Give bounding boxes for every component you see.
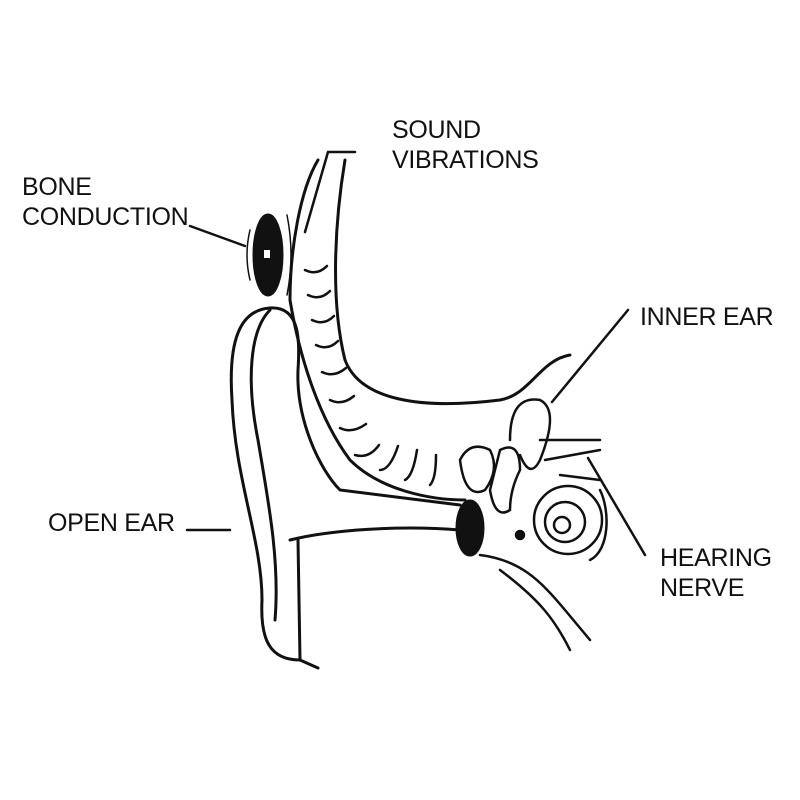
sound-canal: [288, 158, 572, 406]
eardrum: [455, 499, 485, 557]
label-line: SOUND: [392, 116, 481, 144]
outer-ear: [229, 306, 462, 662]
label-bone-conduction: BONE CONDUCTION: [22, 172, 189, 232]
label-sound-vibrations: SOUND VIBRATIONS: [392, 115, 539, 175]
label-line: HEARING: [660, 544, 772, 572]
label-hearing-nerve: HEARING NERVE: [660, 543, 772, 603]
label-line: BONE: [22, 173, 92, 201]
label-line: CONDUCTION: [22, 203, 189, 231]
label-inner-ear: INNER EAR: [640, 303, 774, 331]
sound-vibration-waves: [303, 264, 438, 487]
leader-lines: [185, 150, 647, 557]
inner-ear-structure: [458, 398, 608, 652]
label-line: VIBRATIONS: [392, 146, 539, 174]
label-open-ear: OPEN EAR: [48, 509, 175, 537]
label-line: NERVE: [660, 574, 745, 602]
